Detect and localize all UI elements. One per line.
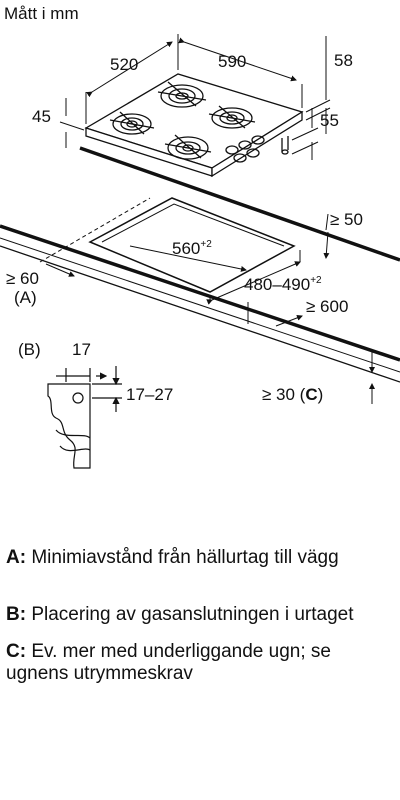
dim-detail-b-height: 17–27 [126, 385, 173, 404]
gas-connection-point [72, 392, 84, 404]
countertop-section [47, 383, 91, 469]
gas-inlet [281, 136, 289, 152]
dim-cutout-width: 560+2 [172, 239, 212, 258]
dim-front-clearance: ≥ 600 [306, 297, 348, 316]
knob-4 [233, 153, 247, 163]
hob-dimension-lines [59, 34, 331, 160]
countertop [0, 146, 400, 383]
legend-key-c: C: [6, 641, 27, 662]
hob-drawing [84, 73, 304, 178]
burner-left [109, 111, 155, 135]
cutout [88, 197, 296, 293]
legend-key-a: A: [6, 547, 27, 568]
dim-hob-depth: 520 [110, 55, 138, 74]
dim-hob-height-left: 45 [32, 107, 51, 126]
dim-under-clearance: ≥ 30 (C) [262, 385, 323, 404]
dim-hob-height-right: 58 [334, 51, 353, 70]
dim-rear-clearance: ≥ 50 [330, 210, 363, 229]
legend-item-c: C: Ev. mer med underliggande ugn; se ugn… [6, 641, 394, 685]
dim-gas-inlet-height: 55 [320, 111, 339, 130]
legend-key-b: B: [6, 604, 27, 625]
knob-5 [246, 148, 260, 158]
legend-item-a: A: Minimiavstånd från hällurtag till väg… [6, 547, 394, 569]
burner-front [164, 134, 212, 160]
legend-text-b: Placering av gasanslutningen i urtaget [31, 604, 354, 625]
cutout-dimension-lines [45, 213, 330, 327]
dim-detail-b-width: 17 [72, 340, 91, 359]
dim-hob-width: 590 [218, 52, 246, 71]
dim-side-clearance: ≥ 60 [6, 269, 39, 288]
detail-b-drawing [47, 366, 122, 469]
knob-1 [225, 145, 239, 155]
legend-item-b: B: Placering av gasanslutningen i urtage… [6, 604, 394, 626]
knob-2 [238, 140, 252, 150]
units-label: Mått i mm [4, 4, 79, 23]
burner-right [208, 105, 256, 129]
legend-text-c: Ev. mer med underliggande ugn; se ugnens… [6, 641, 331, 684]
knob-3 [251, 135, 265, 145]
legend-text-a: Minimiavstånd från hällurtag till vägg [31, 547, 339, 568]
marker-a: (A) [14, 288, 37, 307]
marker-b: (B) [18, 340, 41, 359]
dim-cutout-depth: 480–490+2 [244, 275, 322, 294]
installation-diagram: Mått i mm [0, 4, 400, 469]
